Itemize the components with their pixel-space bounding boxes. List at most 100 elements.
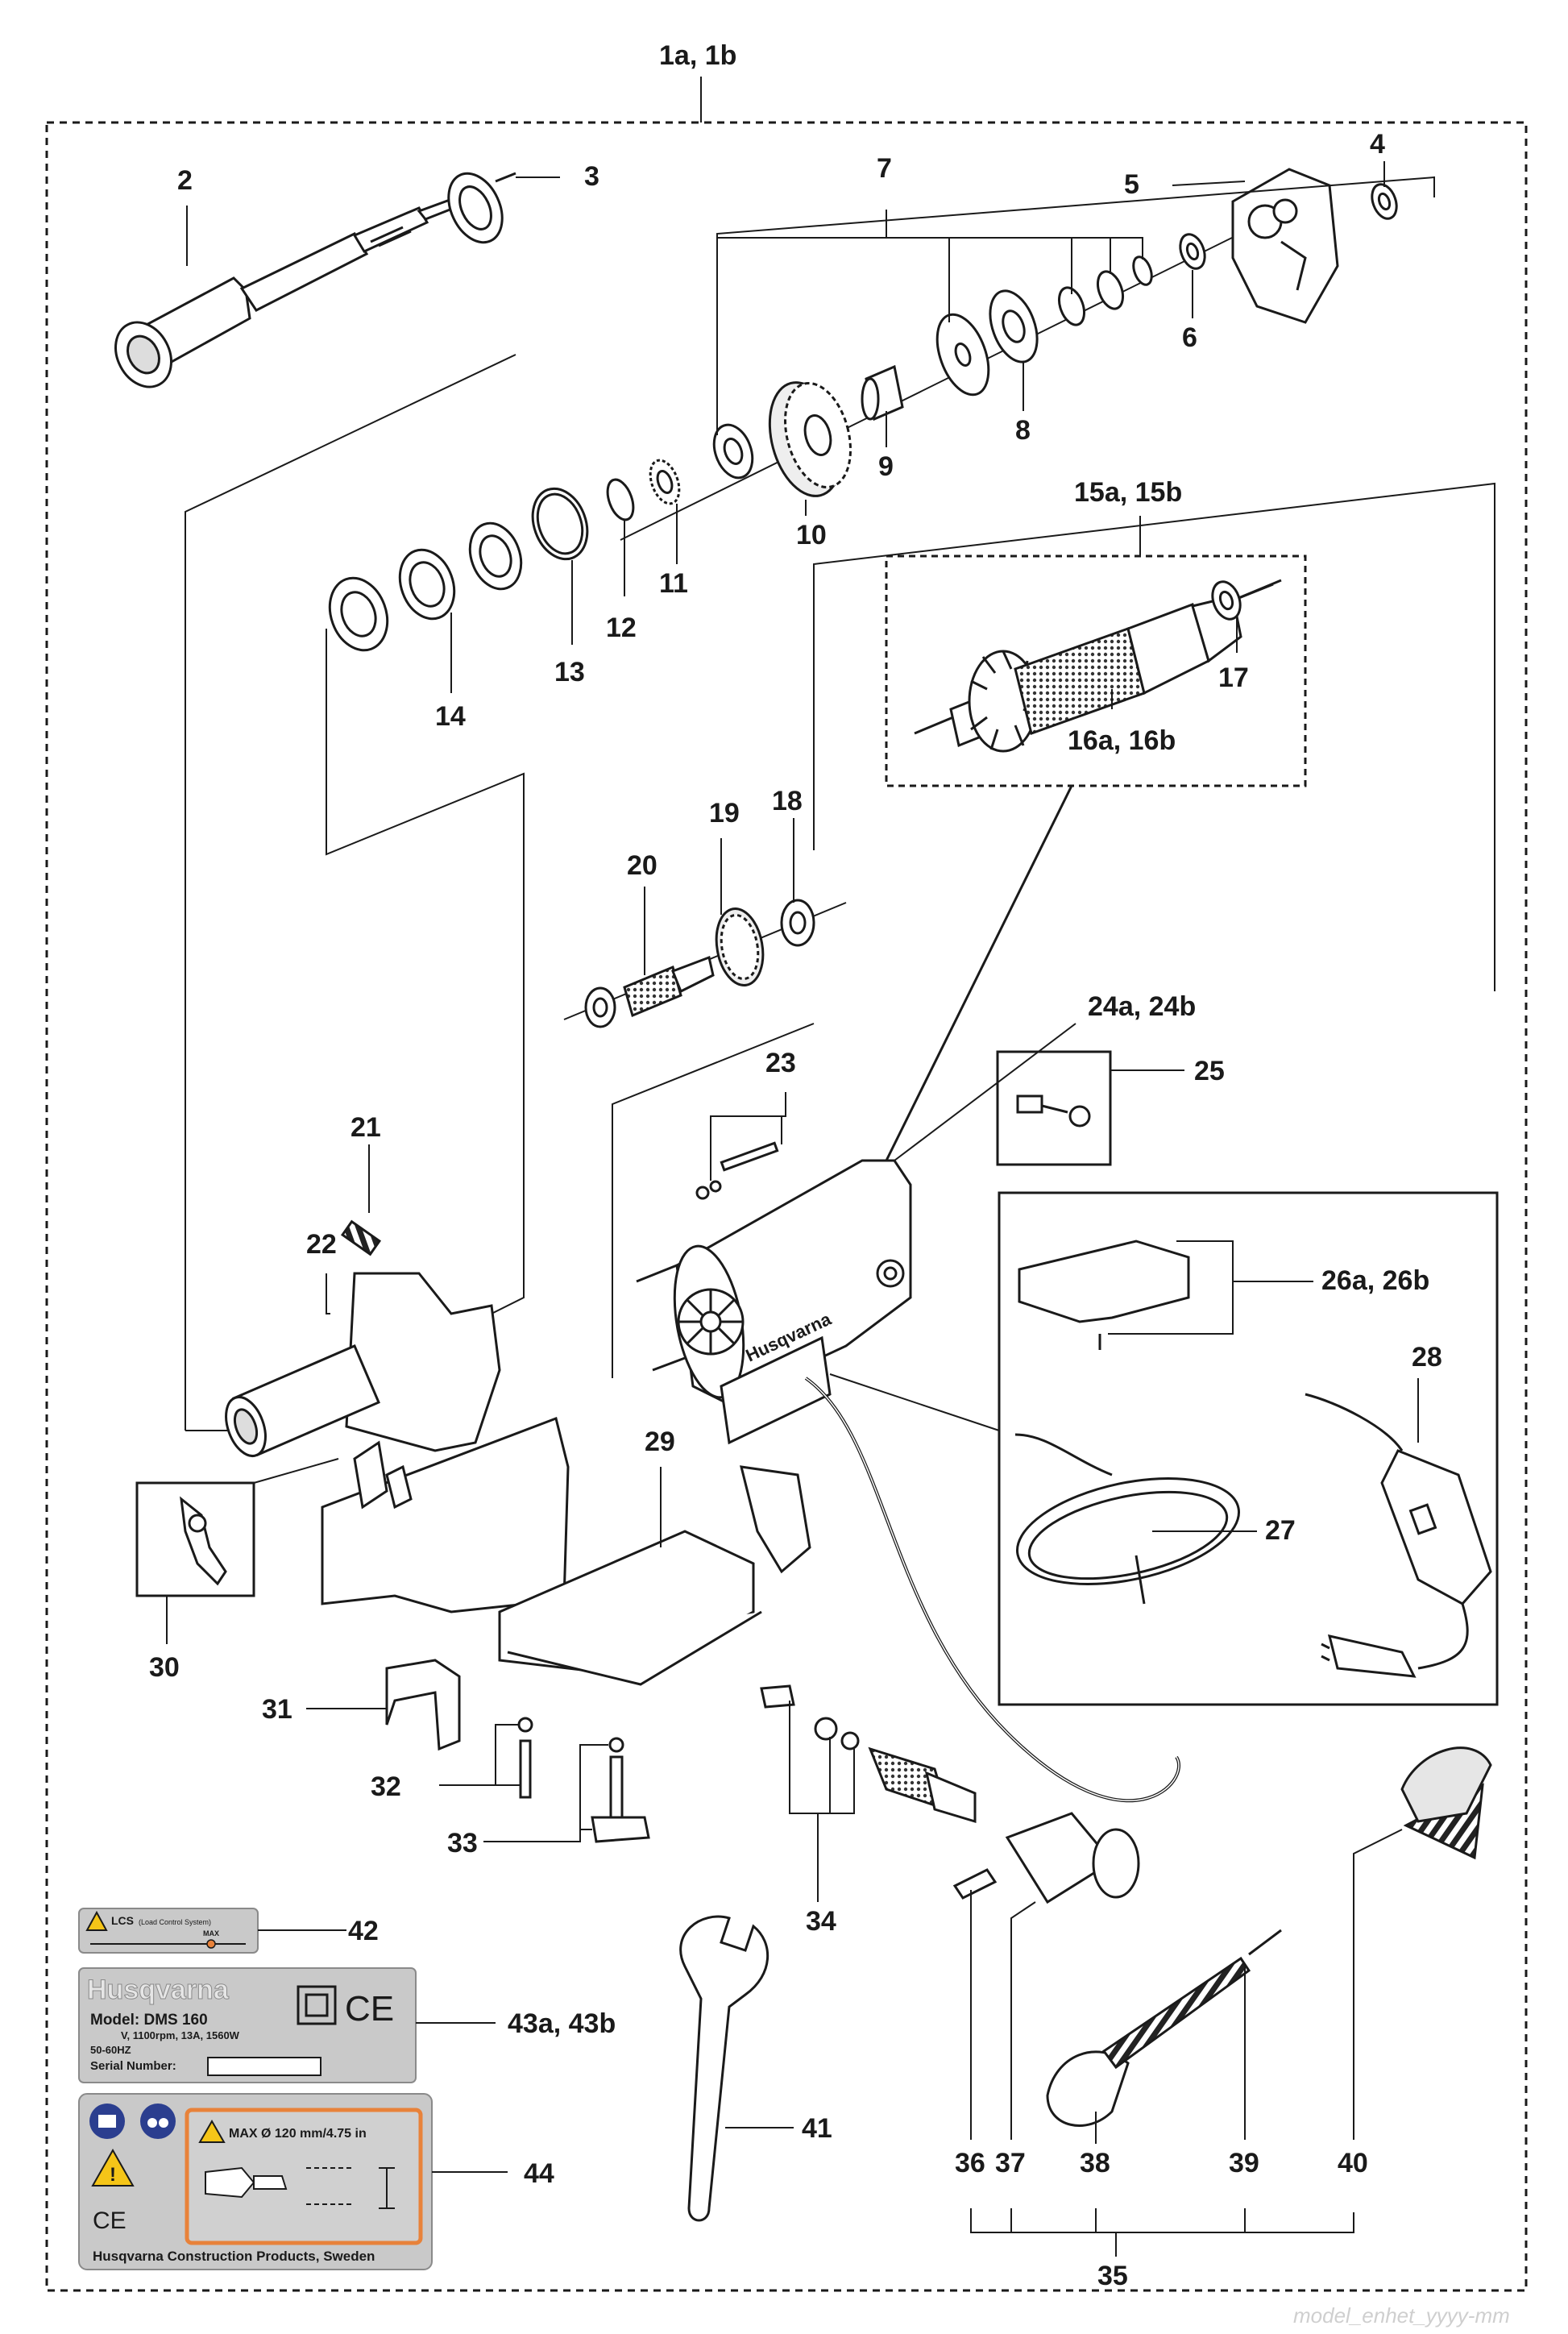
callout-5: 5 xyxy=(1124,169,1139,200)
callout-12: 12 xyxy=(606,613,637,643)
callout-27: 27 xyxy=(1265,1515,1296,1546)
part-18-bearing xyxy=(780,899,815,947)
callout-25: 25 xyxy=(1194,1056,1225,1086)
callout-28: 28 xyxy=(1412,1342,1442,1373)
label-43-brand: Husqvarna xyxy=(87,1975,230,2005)
label-43-model: Model: DMS 160 xyxy=(90,2012,208,2029)
part-2-spindle xyxy=(114,192,472,388)
callout-15: 15a, 15b xyxy=(1074,477,1182,508)
part-29-base xyxy=(498,1465,811,1686)
callout-24: 24a, 24b xyxy=(1088,991,1196,1022)
label-43-freq: 50-60HZ xyxy=(90,2044,131,2056)
callout-8: 8 xyxy=(1015,415,1031,446)
max-diameter-panel xyxy=(185,2108,423,2245)
part-22-gear-head xyxy=(225,1272,570,1613)
part-17-bearing xyxy=(1211,580,1242,621)
part-32-screw xyxy=(517,1717,533,1799)
part-41-wrench xyxy=(679,1915,769,2222)
rotor-kit-frame xyxy=(885,554,1307,787)
bracket-upper-left xyxy=(185,354,516,1431)
part-27-cable xyxy=(1014,1433,1241,1605)
part-25-brush xyxy=(1016,1094,1091,1128)
callout-26: 26a, 26b xyxy=(1321,1265,1429,1296)
bracket-rotor xyxy=(813,482,1495,991)
part-33-knob xyxy=(591,1737,650,1843)
callout-31: 31 xyxy=(262,1694,292,1725)
leader-motor-rotor xyxy=(885,785,1073,1161)
callout-4: 4 xyxy=(1370,129,1385,160)
leader-motor-electrical xyxy=(829,1373,1000,1431)
label-42-max: MAX xyxy=(203,1929,219,1937)
callout-36: 36 xyxy=(955,2148,985,2178)
label-43-rating-plate: Husqvarna Model: DMS 160 V, 1100rpm, 13A… xyxy=(78,1967,417,2083)
callout-11: 11 xyxy=(659,568,688,599)
double-insulation-icon xyxy=(297,1985,337,2025)
label-43-serial: Serial Number: xyxy=(90,2059,176,2073)
part-6-bearing xyxy=(1179,233,1206,270)
callout-10: 10 xyxy=(796,520,827,550)
callout-13: 13 xyxy=(554,657,585,687)
callout-14: 14 xyxy=(435,701,466,732)
label-42-subtitle: (Load Control System) xyxy=(139,1918,211,1926)
fan-icon xyxy=(677,1288,745,1356)
part-40-spring-cap xyxy=(1400,1746,1492,1860)
part-30-lever xyxy=(180,1496,227,1586)
part-20-pinion xyxy=(584,955,715,1028)
label-42-title: LCS xyxy=(111,1914,134,1927)
callout-21: 21 xyxy=(351,1112,381,1143)
leader-lines xyxy=(186,161,1419,2257)
callout-16: 16a, 16b xyxy=(1068,725,1176,756)
part-24-motor xyxy=(636,1159,912,1445)
part-23-screws xyxy=(695,1141,779,1200)
part-31-clip xyxy=(385,1659,461,1751)
label-44-max: MAX Ø 120 mm/4.75 in xyxy=(229,2127,367,2141)
callout-39: 39 xyxy=(1229,2148,1259,2178)
callout-17: 17 xyxy=(1218,662,1249,693)
part-38-39-handle xyxy=(1046,1929,1282,2127)
callout-23: 23 xyxy=(765,1048,796,1078)
part-13-retaining-ring xyxy=(531,487,589,561)
label-43-specs: V, 1100rpm, 13A, 1560W xyxy=(121,2029,240,2041)
label-44-ce: CE xyxy=(93,2207,127,2234)
callout-labels: 2 3 4 5 6 7 8 9 10 11 12 13 14 15a, 15b … xyxy=(149,129,1442,2291)
part-28-gfci-plug xyxy=(1305,1393,1492,1678)
core-drill-icon xyxy=(205,2166,395,2209)
warning-icon xyxy=(91,2148,135,2187)
callout-22: 22 xyxy=(306,1229,337,1260)
callout-37: 37 xyxy=(995,2148,1026,2178)
part-14-bearings xyxy=(328,521,523,652)
callout-35: 35 xyxy=(1097,2261,1128,2291)
label-44-footer: Husqvarna Construction Products, Sweden xyxy=(93,2249,375,2264)
callout-33: 33 xyxy=(447,1828,478,1858)
callout-19: 19 xyxy=(709,798,740,829)
part-9-bushing xyxy=(861,364,904,422)
part-7-washer-kit xyxy=(712,255,1153,480)
label-42-lcs: LCS (Load Control System) MAX xyxy=(78,1908,259,1954)
part-12-circlip xyxy=(606,478,635,521)
bracket-gear-drop xyxy=(326,629,525,1323)
part-5-gear-cover xyxy=(1231,168,1339,324)
part-34-handle-kit xyxy=(760,1684,977,1824)
callout-29: 29 xyxy=(645,1427,675,1457)
warning-icon xyxy=(198,2119,226,2143)
part-8-washer xyxy=(989,289,1039,363)
callout-9: 9 xyxy=(878,451,894,482)
assembly-label: 1a, 1b xyxy=(659,40,736,71)
callout-2: 2 xyxy=(177,165,193,196)
callout-38: 38 xyxy=(1080,2148,1110,2178)
callout-3: 3 xyxy=(584,161,599,192)
ear-eye-protection-icon xyxy=(140,2104,176,2139)
assembly-boundary xyxy=(45,121,1528,2292)
warning-icon xyxy=(85,1910,108,1931)
part-10-gear xyxy=(768,381,852,497)
part-21-set-screw xyxy=(340,1219,382,1256)
callout-32: 32 xyxy=(371,1771,401,1802)
part-19-gear xyxy=(715,907,765,987)
watermark: model_enhet_yyyy-mm xyxy=(1293,2303,1510,2328)
callout-34: 34 xyxy=(806,1906,836,1937)
label-43-ce: CE xyxy=(345,1989,394,2029)
callout-20: 20 xyxy=(627,850,657,881)
callout-7: 7 xyxy=(877,153,892,184)
part-11-needle-bearing xyxy=(649,459,681,505)
